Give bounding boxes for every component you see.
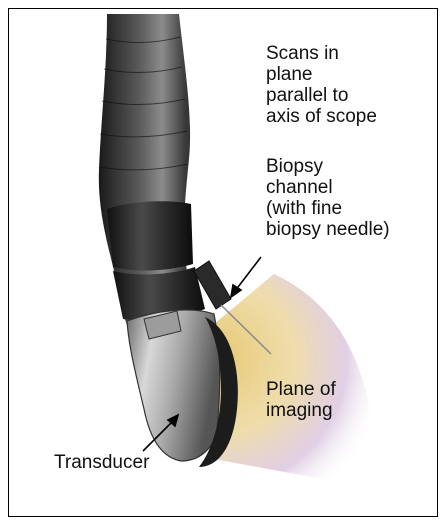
plane-of-imaging-label: Plane of imaging: [266, 379, 336, 421]
diagram-frame: Scans in plane parallel to axis of scope…: [8, 8, 438, 517]
biopsy-channel-label: Biopsy channel (with fine biopsy needle): [266, 156, 390, 240]
scope-collar-upper: [107, 201, 193, 270]
transducer-label: Transducer: [54, 452, 149, 473]
scans-in-plane-label: Scans in plane parallel to axis of scope: [266, 43, 377, 127]
